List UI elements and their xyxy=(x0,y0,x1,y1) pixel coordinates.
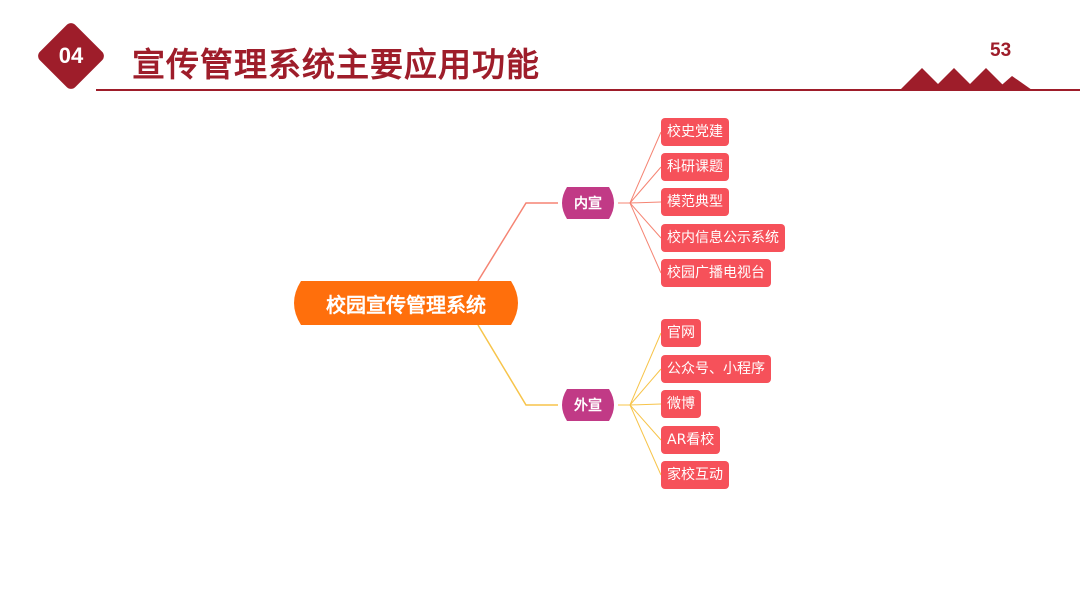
leaf-node: 校内信息公示系统 xyxy=(661,224,785,252)
connector-root-inner xyxy=(477,202,558,282)
branch-inner-label: 内宣 xyxy=(574,196,602,212)
leaf-node: 科研课题 xyxy=(661,153,729,181)
connector-inner-leaf-5 xyxy=(629,202,662,274)
leaf-node: AR看校 xyxy=(661,426,721,454)
branch-node-outer: 外宣 xyxy=(557,389,619,421)
section-badge: 04 xyxy=(35,20,107,92)
connector-inner-leaf-2 xyxy=(629,166,662,204)
page-number: 53 xyxy=(990,40,1012,61)
leaf-node: 模范典型 xyxy=(661,188,729,216)
connector-outer-leaf-2 xyxy=(629,368,662,406)
mountain-decoration-icon xyxy=(900,68,1032,90)
leaf-node: 校史党建 xyxy=(661,118,729,146)
header-divider xyxy=(96,89,1080,91)
branch-outer-label: 外宣 xyxy=(574,398,602,414)
section-number: 04 xyxy=(58,43,84,68)
connector-inner-leaf-4 xyxy=(629,202,662,239)
leaf-node: 家校互动 xyxy=(661,461,729,489)
root-node: 校园宣传管理系统 xyxy=(287,281,525,325)
page-title: 宣传管理系统主要应用功能 xyxy=(132,45,540,84)
branch-node-inner: 内宣 xyxy=(557,187,619,219)
leaf-node: 微博 xyxy=(661,390,701,418)
connector-outer-leaf-4 xyxy=(629,404,662,441)
connector-inner-leaf-3 xyxy=(629,201,662,204)
connector-outer-leaf-5 xyxy=(629,404,662,476)
connector-outer-leaf-3 xyxy=(629,403,662,406)
branch-node-inner-shape xyxy=(562,187,614,219)
leaf-node: 校园广播电视台 xyxy=(661,259,771,287)
branch-node-outer-shape xyxy=(562,389,614,421)
root-node-shape xyxy=(294,281,518,325)
connector-root-outer xyxy=(477,324,558,406)
leaf-node: 官网 xyxy=(661,319,701,347)
root-node-label: 校园宣传管理系统 xyxy=(326,292,486,317)
leaf-node: 公众号、小程序 xyxy=(661,355,771,383)
